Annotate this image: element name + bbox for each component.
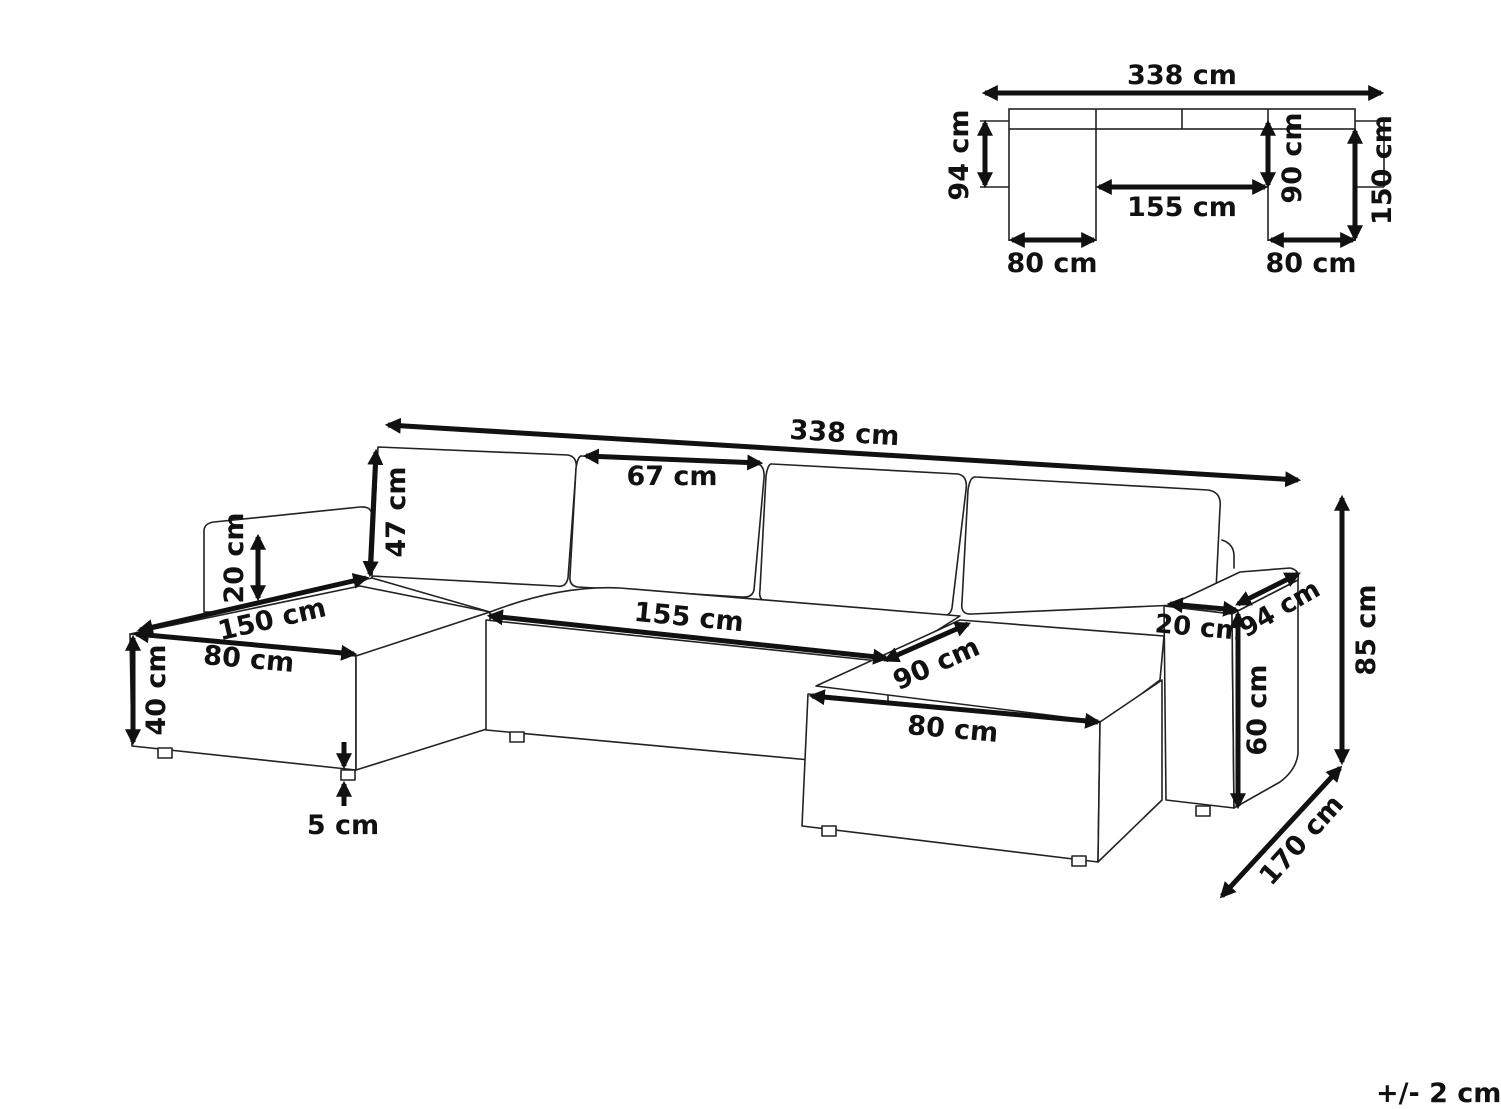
back-cushion-3	[758, 463, 968, 617]
persp-cushion-width-label: 67 cm	[626, 461, 717, 492]
persp-back-height-label: 47 cm	[381, 466, 412, 557]
top-middle-width-label: 155 cm	[1127, 192, 1237, 223]
persp-total-depth-label: 170 cm	[1253, 789, 1350, 891]
top-width-label: 338 cm	[1127, 60, 1237, 91]
persp-arm-height-label: 20 cm	[219, 512, 250, 603]
persp-right-arm-height-label: 60 cm	[1242, 664, 1273, 755]
top-right-inner-depth-label: 90 cm	[1277, 112, 1308, 203]
back-right-edge	[1221, 539, 1235, 569]
back-cushion-4	[960, 476, 1222, 615]
top-left-depth-label: 94 cm	[944, 109, 975, 200]
top-left-chaise-width-label: 80 cm	[1006, 248, 1097, 279]
persp-leg-height-label: 5 cm	[307, 810, 379, 841]
top-right-depth-label: 150 cm	[1367, 115, 1398, 225]
persp-total-height-label: 85 cm	[1351, 584, 1382, 675]
sofa-dimension-diagram: 338 cm 94 cm 155 cm 90 cm 150 cm 80 cm 8…	[124, 60, 1398, 899]
tolerance-note: +/- 2 cm	[1376, 1078, 1501, 1109]
persp-total-width-label: 338 cm	[789, 415, 901, 452]
perspective-dimension-lines	[124, 417, 1351, 899]
top-view: 338 cm 94 cm 155 cm 90 cm 150 cm 80 cm 8…	[944, 60, 1398, 279]
persp-seat-height-label: 40 cm	[141, 644, 172, 735]
perspective-view: 338 cm 67 cm 47 cm 20 cm 150 cm 80 cm 40…	[124, 415, 1382, 899]
top-right-chaise-width-label: 80 cm	[1265, 248, 1356, 279]
feet	[157, 731, 1211, 867]
back-cushions	[371, 446, 1222, 617]
top-view-dimension-lines	[976, 84, 1385, 249]
